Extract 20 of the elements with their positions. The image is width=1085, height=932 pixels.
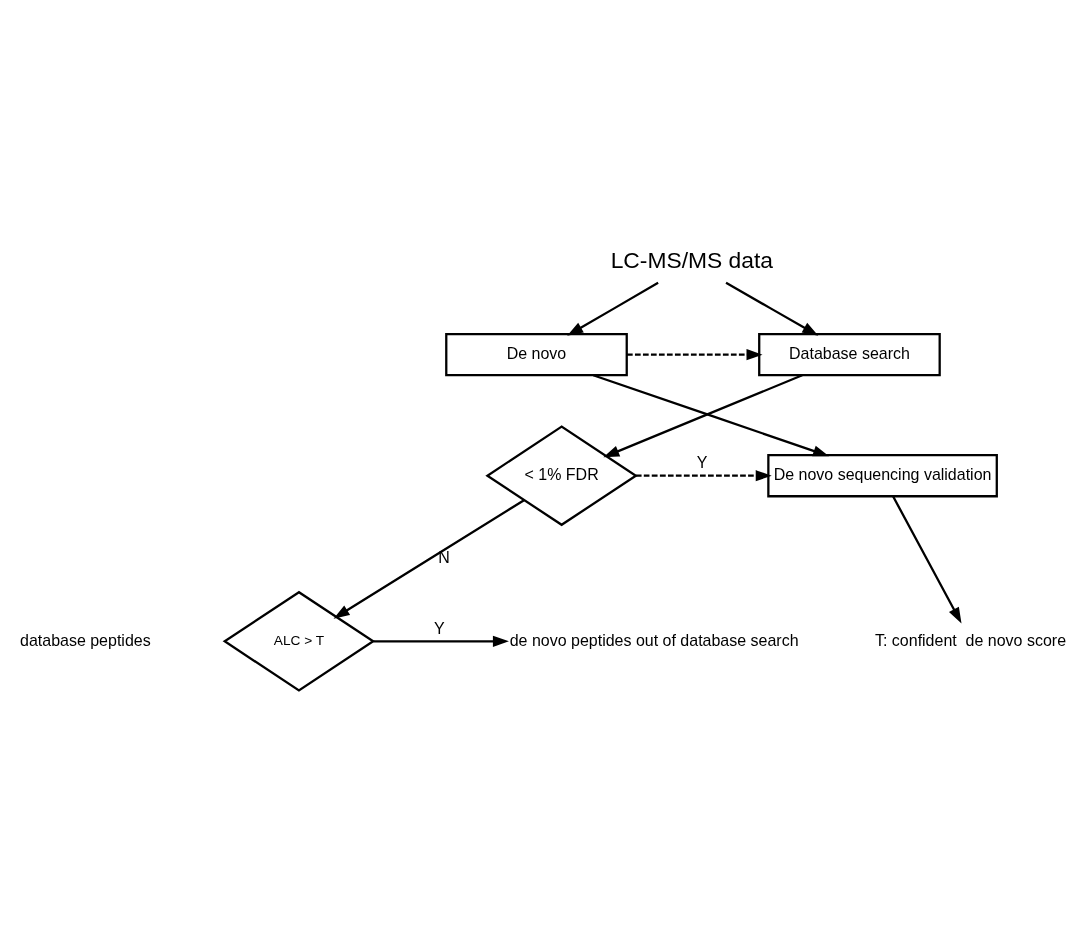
node-text: T: confident de novo score [875,631,1067,649]
node-diamond: ALC > T [222,590,376,692]
label: database peptides [20,631,151,649]
arrow [725,281,819,336]
arrow [592,374,830,457]
node-box: Database search [758,332,941,377]
node-text: de novo peptides out of database search [509,631,799,649]
arrow [333,499,525,619]
arrow [603,374,803,458]
arrow [626,349,763,361]
arrow [636,470,772,482]
arrow [567,281,659,336]
node-box: De novo sequencing validation [767,454,998,498]
node-text: LC-MS/MS data [610,246,774,273]
arrow [373,635,509,647]
arrow [892,496,962,624]
edge-label: Y [434,619,445,637]
node-diamond: < 1% FDR [485,425,638,527]
edge-label: Y [696,453,708,471]
node-box: De novo [445,332,628,377]
